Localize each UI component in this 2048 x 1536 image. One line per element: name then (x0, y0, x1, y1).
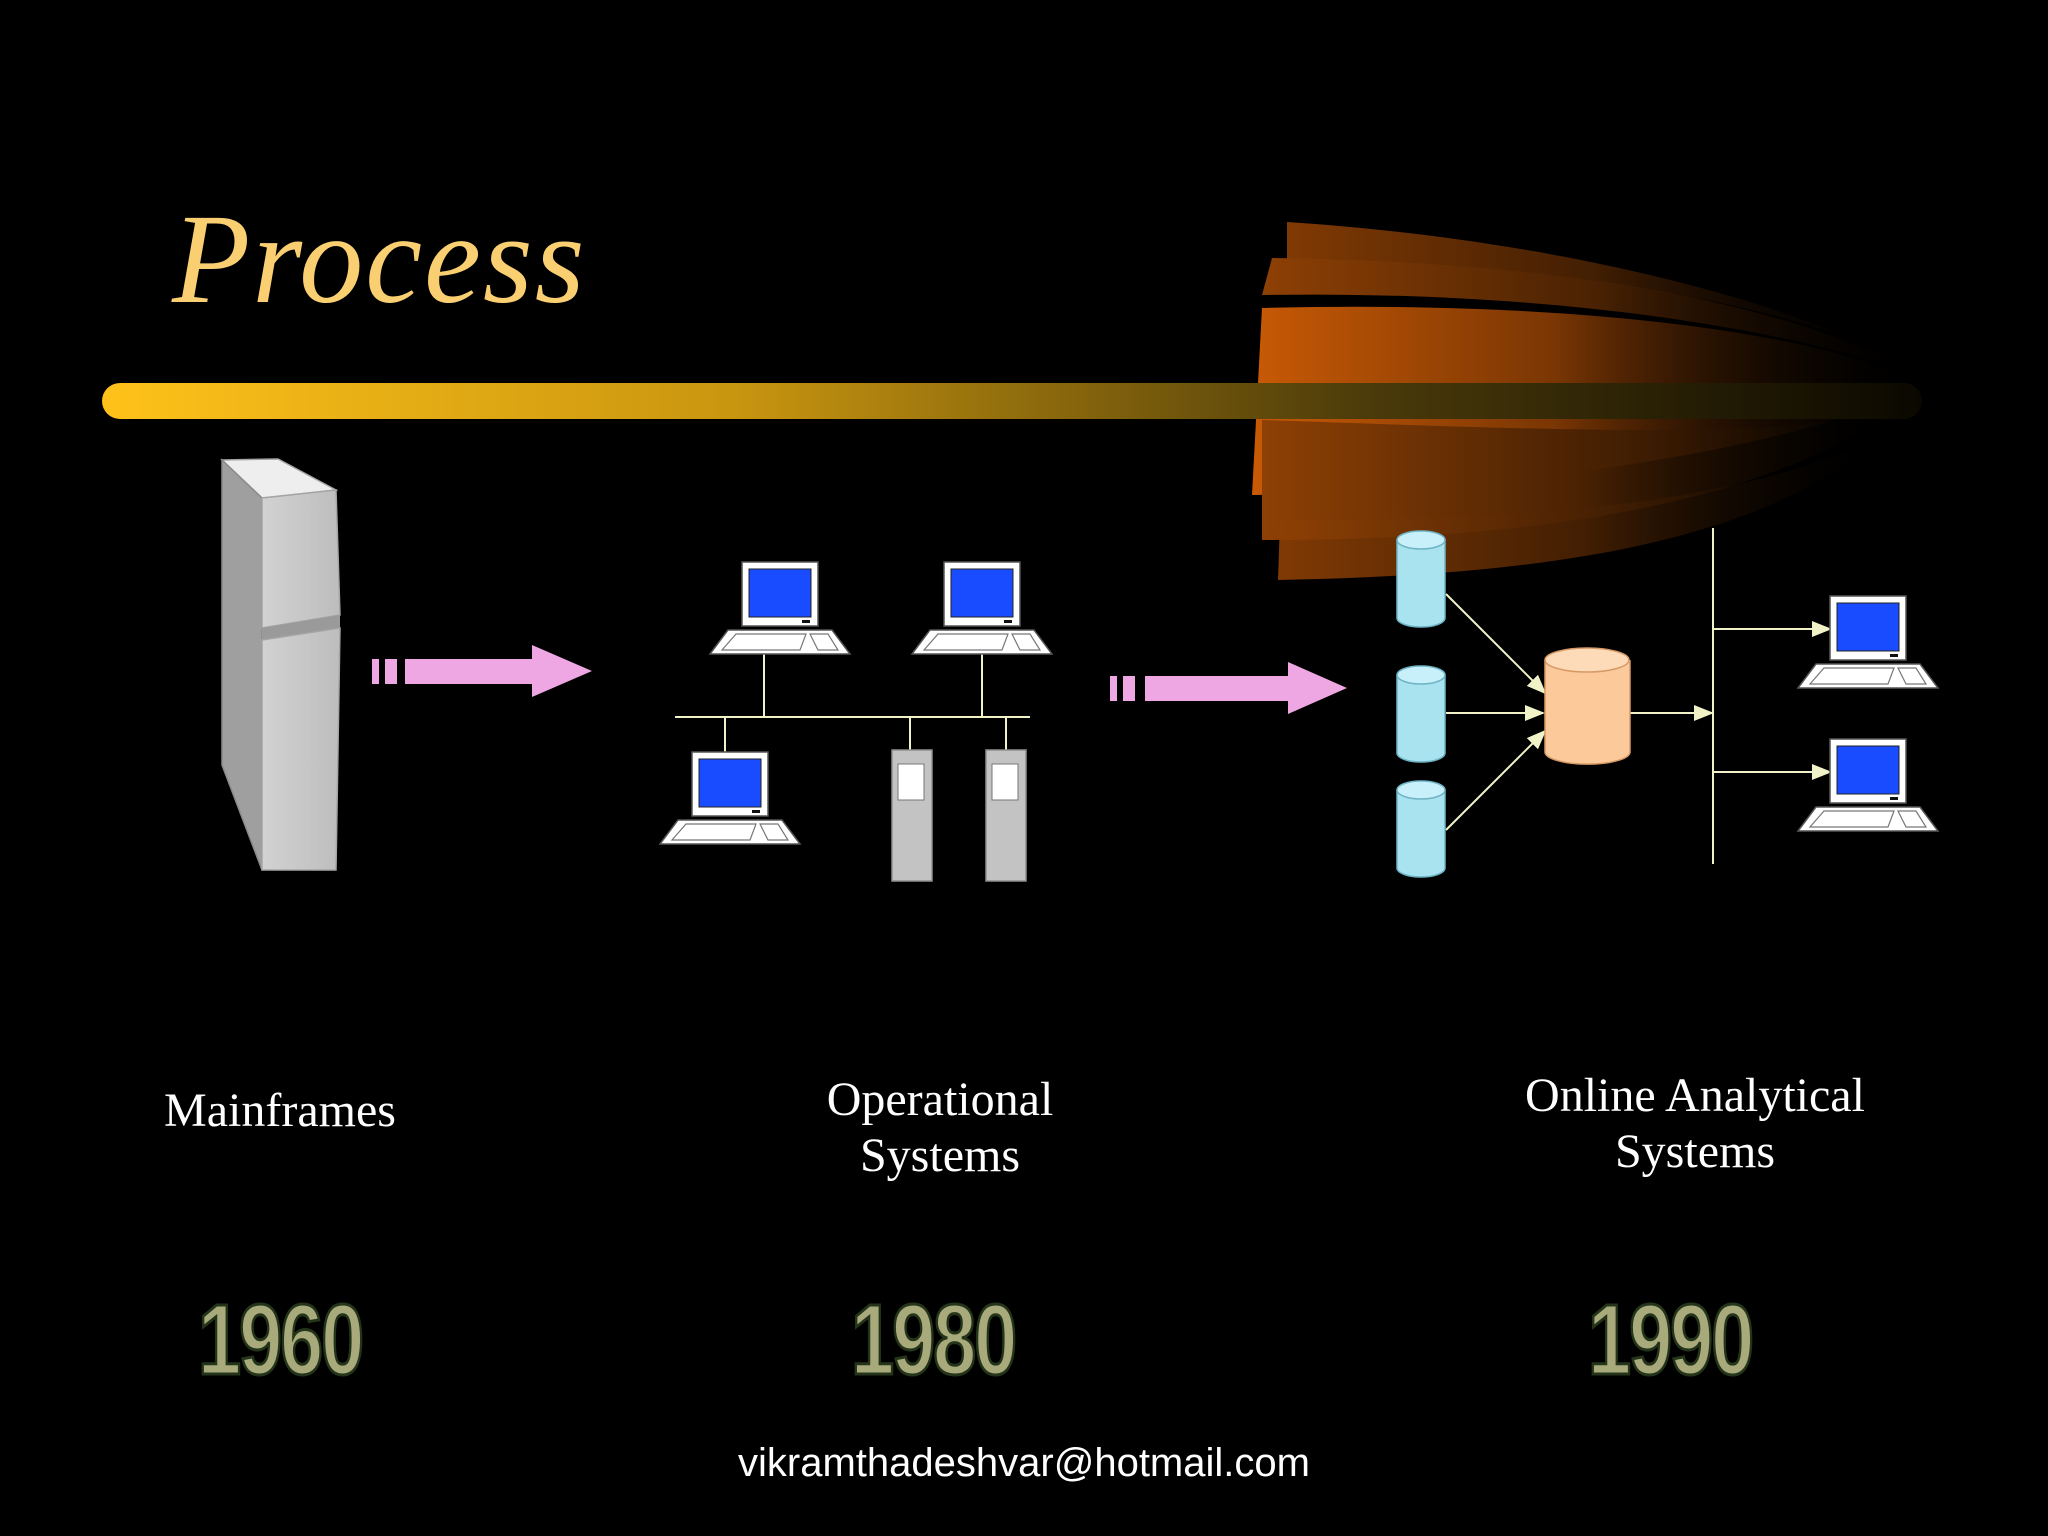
arrow-icon (372, 645, 592, 697)
slide-title: Process (172, 188, 587, 330)
arrow-icon (1110, 662, 1347, 714)
server-tower-icon (985, 749, 1027, 882)
olap-diagram (1396, 528, 1939, 878)
stage-label-mainframes: Mainframes (130, 1083, 430, 1139)
workstation-icon (659, 751, 801, 845)
stage-label-line: Online Analytical (1525, 1069, 1865, 1122)
year-label-1980: 1980 (850, 1284, 1019, 1396)
database-cylinder-icon (1396, 530, 1446, 628)
stage-label-line: Operational (826, 1073, 1054, 1126)
database-cylinder-icon (1396, 665, 1446, 763)
workstation-icon (1797, 738, 1939, 832)
stage-label-line: Systems (1614, 1125, 1776, 1178)
stage-label-text: Mainframes (164, 1084, 396, 1137)
database-cylinder-icon (1544, 647, 1631, 765)
year-label-1960: 1960 (197, 1284, 366, 1396)
stage-label-olap: Online Analytical Systems (1450, 1068, 1940, 1180)
year-label-1990: 1990 (1587, 1284, 1756, 1396)
database-cylinder-icon (1396, 780, 1446, 878)
workstation-icon (1797, 595, 1939, 689)
workstation-icon (911, 561, 1053, 655)
mainframe-icon (220, 458, 341, 871)
footer-email: vikramthadeshvar@hotmail.com (738, 1441, 1310, 1485)
title-underline-bar (102, 383, 1922, 419)
workstation-icon (709, 561, 851, 655)
stage-label-line: Systems (859, 1129, 1021, 1182)
operational-network-diagram (659, 561, 1053, 882)
stage-label-operational-systems: Operational Systems (740, 1072, 1140, 1184)
server-tower-icon (891, 749, 933, 882)
